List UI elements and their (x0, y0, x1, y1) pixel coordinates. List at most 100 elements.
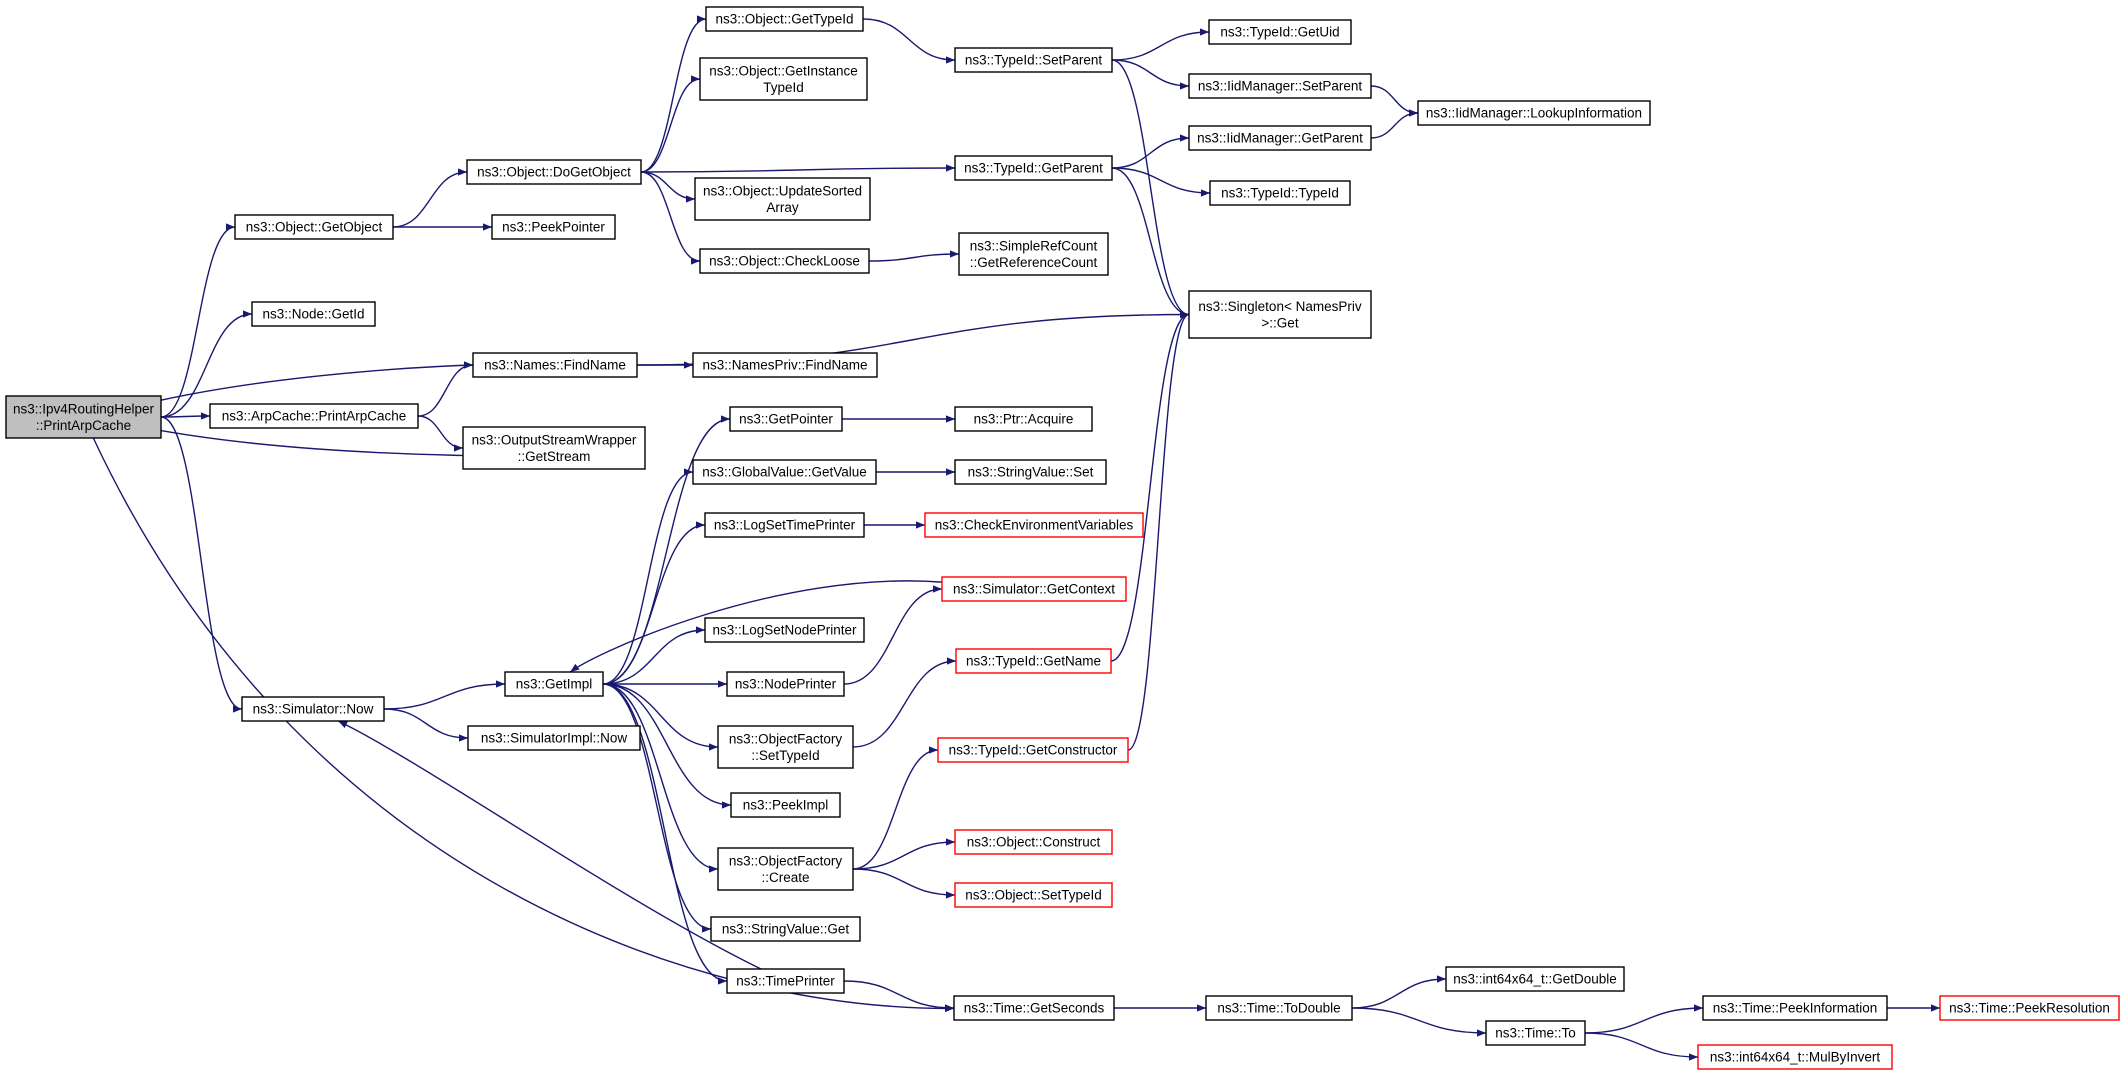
node-gettypeid[interactable]: ns3::Object::GetTypeId (705, 6, 864, 32)
node-label: ns3::SimpleRefCount (970, 238, 1098, 253)
node-label: ns3::Time::PeekResolution (1949, 1001, 2110, 1016)
edge-typeidsetparent-to-iidsetparent (1111, 59, 1190, 90)
node-logsettime[interactable]: ns3::LogSetTimePrinter (704, 512, 865, 538)
node-label: ns3::Object::GetObject (246, 220, 383, 235)
node-simimplnow[interactable]: ns3::SimulatorImpl::Now (467, 725, 641, 751)
node-iidgetparent[interactable]: ns3::IidManager::GetParent (1188, 125, 1372, 151)
node-timeprinter[interactable]: ns3::TimePrinter (726, 968, 845, 994)
edge-line (602, 683, 719, 873)
node-label: Array (766, 200, 799, 215)
node-box (705, 6, 864, 32)
node-namesprivfind[interactable]: ns3::NamesPriv::FindName (692, 352, 878, 378)
node-findname[interactable]: ns3::Names::FindName (472, 352, 638, 378)
node-timeto[interactable]: ns3::Time::To (1485, 1020, 1586, 1046)
edge-line (602, 683, 728, 985)
node-peekresolution[interactable]: ns3::Time::PeekResolution (1939, 995, 2120, 1021)
node-ofcreate[interactable]: ns3::ObjectFactory::Create (717, 847, 854, 891)
edge-line (160, 416, 243, 713)
edge-root-to-printarpcache (160, 412, 211, 420)
node-objectconstruct[interactable]: ns3::Object::Construct (954, 829, 1113, 855)
node-singleton[interactable]: ns3::Singleton< NamesPriv >::Get (1188, 290, 1372, 339)
node-typeidgetuid[interactable]: ns3::TypeId::GetUid (1208, 19, 1352, 45)
node-getstream[interactable]: ns3::OutputStreamWrapper::GetStream (462, 426, 646, 470)
edge-line (602, 683, 712, 933)
node-label: ::GetReferenceCount (970, 255, 1098, 270)
node-label: ns3::PeekPointer (502, 220, 605, 235)
node-dogetobject[interactable]: ns3::Object::DoGetObject (466, 159, 642, 185)
node-box (730, 792, 841, 818)
node-label: >::Get (1261, 315, 1298, 330)
node-lookupinfo[interactable]: ns3::IidManager::LookupInformation (1417, 100, 1651, 126)
edge-typeidsetparent-to-singleton (1111, 59, 1190, 319)
node-getpointer[interactable]: ns3::GetPointer (729, 406, 843, 432)
edge-line (160, 310, 253, 418)
node-peekimpl[interactable]: ns3::PeekImpl (730, 792, 841, 818)
node-simnow[interactable]: ns3::Simulator::Now (241, 696, 385, 722)
edge-line (392, 168, 468, 228)
node-label: ns3::TimePrinter (736, 974, 835, 989)
node-label: ns3::LogSetNodePrinter (712, 623, 857, 638)
edge-line (852, 868, 956, 899)
node-globalgetvalue[interactable]: ns3::GlobalValue::GetValue (692, 459, 877, 485)
node-peekinformation[interactable]: ns3::Time::PeekInformation (1702, 995, 1888, 1021)
node-checkenv[interactable]: ns3::CheckEnvironmentVariables (924, 512, 1144, 538)
node-printarpcache[interactable]: ns3::ArpCache::PrintArpCache (209, 403, 419, 429)
node-box (699, 248, 870, 274)
edge-line (160, 429, 473, 459)
edge-getimpl-to-logsettime (602, 521, 706, 685)
node-ofsettypeid[interactable]: ns3::ObjectFactory::SetTypeId (717, 725, 854, 769)
node-box (1702, 995, 1888, 1021)
node-box (504, 671, 604, 697)
node-getimpl[interactable]: ns3::GetImpl (504, 671, 604, 697)
node-timegetseconds[interactable]: ns3::Time::GetSeconds (953, 995, 1115, 1021)
edge-getimpl-to-ofsettypeid (602, 683, 719, 751)
edge-iidsetparent-to-lookupinfo (1370, 85, 1419, 117)
node-box (209, 403, 419, 429)
node-timetodouble[interactable]: ns3::Time::ToDouble (1205, 995, 1353, 1021)
node-simgetcontext[interactable]: ns3::Simulator::GetContext (941, 576, 1127, 602)
node-label: ns3::Time::GetSeconds (964, 1001, 1105, 1016)
node-stringvalueset[interactable]: ns3::StringValue::Set (954, 459, 1107, 485)
node-typeidgetparent[interactable]: ns3::TypeId::GetParent (954, 155, 1113, 181)
node-label: ns3::Names::FindName (484, 358, 626, 373)
edge-line (1111, 59, 1190, 90)
node-typeidgetconstructor[interactable]: ns3::TypeId::GetConstructor (937, 737, 1129, 763)
node-iidsetparent[interactable]: ns3::IidManager::SetParent (1188, 73, 1372, 99)
node-label: ns3::Object::GetTypeId (715, 12, 853, 27)
node-objectsettypeid[interactable]: ns3::Object::SetTypeId (954, 882, 1113, 908)
node-box (954, 829, 1113, 855)
node-typeidtypeid[interactable]: ns3::TypeId::TypeId (1209, 180, 1351, 206)
edge-root-to-timegetseconds (92, 437, 955, 1013)
node-box (1208, 19, 1352, 45)
node-label: ns3::Simulator::GetContext (953, 582, 1115, 597)
edge-line (1111, 59, 1190, 319)
edge-getimpl-to-ofcreate (602, 683, 719, 873)
node-simplerefcount[interactable]: ns3::SimpleRefCount::GetReferenceCount (958, 232, 1109, 276)
edge-getimpl-to-logsetnode (602, 626, 706, 685)
node-nodeprinter[interactable]: ns3::NodePrinter (726, 671, 845, 697)
node-box (462, 426, 646, 470)
edge-line (602, 521, 706, 685)
node-ptracquire[interactable]: ns3::Ptr::Acquire (954, 406, 1093, 432)
node-logsetnode[interactable]: ns3::LogSetNodePrinter (704, 617, 865, 643)
edge-root-to-getobject (160, 223, 236, 418)
node-mulbyinvert[interactable]: ns3::int64x64_t::MulByInvert (1697, 1044, 1893, 1070)
node-peekpointer[interactable]: ns3::PeekPointer (491, 214, 616, 240)
edge-line (383, 680, 506, 710)
node-typeidsetparent[interactable]: ns3::TypeId::SetParent (954, 47, 1113, 73)
node-checkloose[interactable]: ns3::Object::CheckLoose (699, 248, 870, 274)
node-getobject[interactable]: ns3::Object::GetObject (234, 214, 394, 240)
node-box (1485, 1020, 1586, 1046)
node-root[interactable]: ns3::Ipv4RoutingHelper::PrintArpCache (5, 395, 162, 439)
node-stringvalueget[interactable]: ns3::StringValue::Get (710, 916, 861, 942)
node-box (472, 352, 638, 378)
node-int64getdouble[interactable]: ns3::int64x64_t::GetDouble (1445, 966, 1625, 992)
edge-timeto-to-mulbyinvert (1584, 1032, 1699, 1061)
node-getid[interactable]: ns3::Node::GetId (251, 301, 376, 327)
node-typeidgetname[interactable]: ns3::TypeId::GetName (955, 648, 1112, 674)
edge-simgetcontext-to-getimpl (569, 580, 943, 673)
node-box (1205, 995, 1353, 1021)
node-box (924, 512, 1144, 538)
